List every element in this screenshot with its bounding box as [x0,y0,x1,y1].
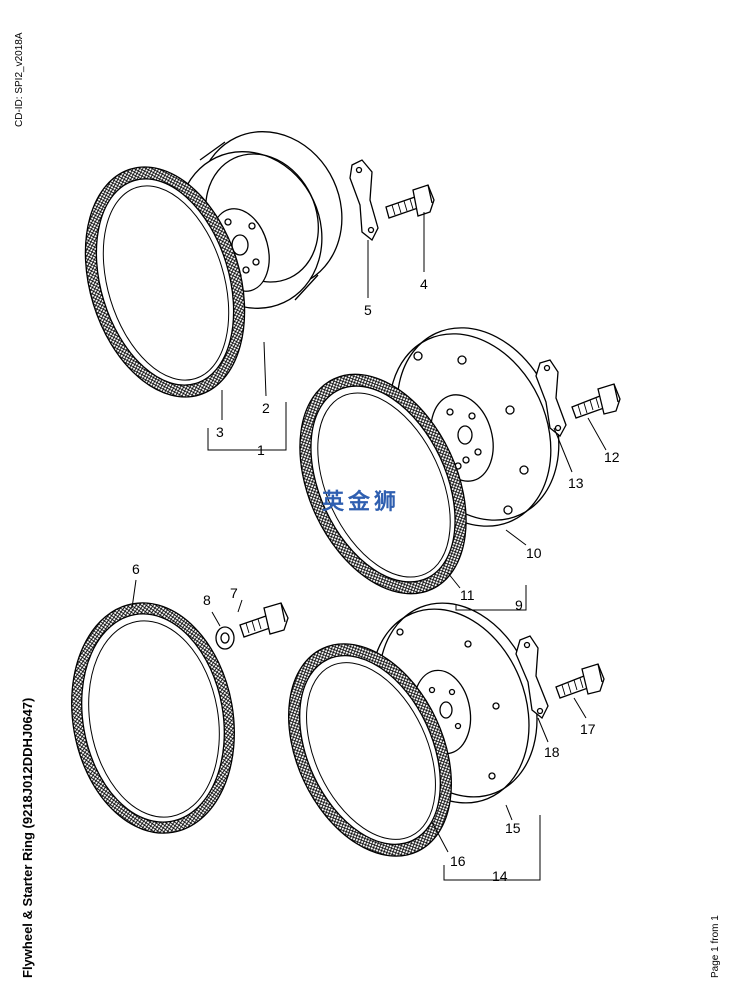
callout-2: 2 [262,400,270,416]
callout-9: 9 [515,597,523,613]
callout-18: 18 [544,744,560,760]
bolt-12 [571,383,621,419]
callout-labels: 1 2 3 4 5 6 7 8 9 10 11 12 13 14 15 16 1… [132,276,620,884]
callout-5: 5 [364,302,372,318]
leader-lines [131,212,607,881]
callout-3: 3 [216,424,224,440]
callout-6: 6 [132,561,140,577]
bolt-17 [555,663,605,699]
callout-7: 7 [230,585,238,601]
callout-17: 17 [580,721,596,737]
starter-ring-gear-16 [288,643,452,857]
lock-plate-18 [515,635,549,720]
callout-8: 8 [203,592,211,608]
callout-14: 14 [492,868,508,884]
callout-4: 4 [420,276,428,292]
starter-ring-gear-3 [84,166,246,398]
callout-16: 16 [450,853,466,869]
bolt-4 [385,184,435,219]
watermark-text: 英金狮 [322,490,401,515]
callout-15: 15 [505,820,521,836]
callout-11: 11 [460,587,475,603]
starter-ring-gear-6 [71,602,235,834]
callout-13: 13 [568,475,584,491]
starter-ring-gear-11 [299,373,467,595]
callout-12: 12 [604,449,620,465]
lock-plate-13 [535,359,567,437]
lock-plate-5 [349,159,379,242]
callout-1: 1 [257,442,265,458]
callout-10: 10 [526,545,542,561]
washer-8 [215,626,235,650]
bolt-7 [239,602,289,638]
